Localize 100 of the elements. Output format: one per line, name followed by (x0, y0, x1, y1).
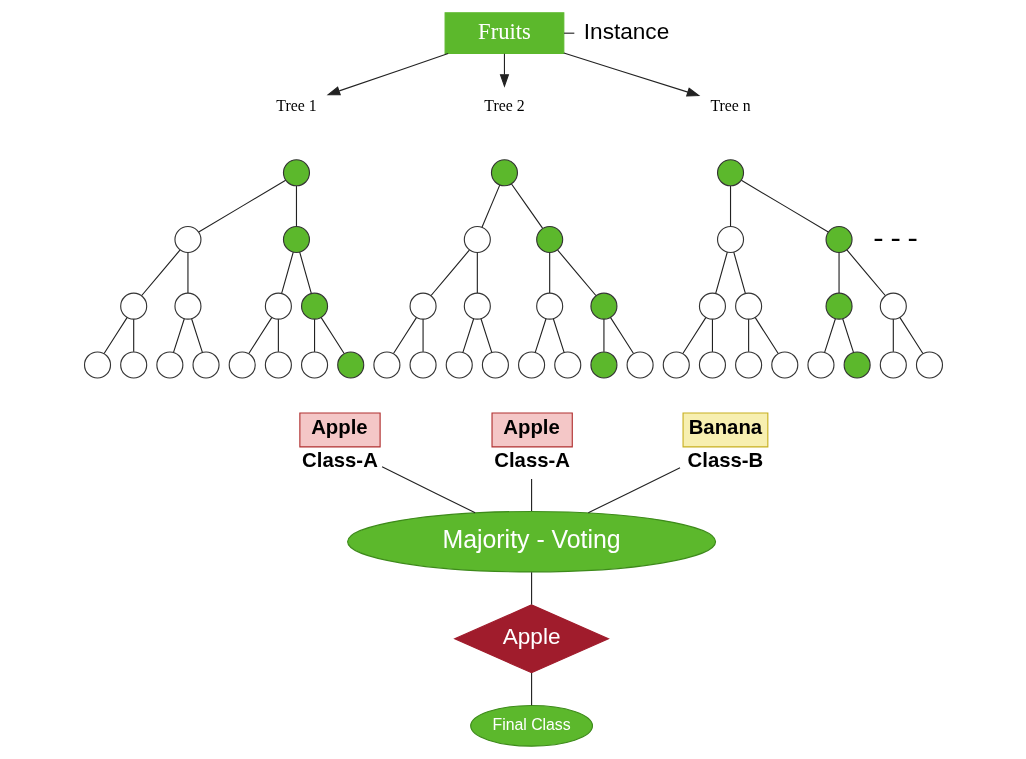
connector (609, 317, 634, 355)
node-text: Tree n (709, 96, 751, 114)
arrow (562, 52, 700, 97)
node-circle (698, 351, 726, 379)
node-circle (535, 225, 563, 254)
node-circle (119, 292, 147, 320)
node-circle (372, 351, 400, 379)
node-circle (589, 292, 617, 320)
connector (510, 183, 543, 229)
node-circle (553, 351, 581, 379)
connector (587, 467, 681, 514)
node-circle (517, 351, 545, 379)
node-circle (463, 292, 491, 320)
connector (556, 249, 596, 297)
node-ellipse: Final Class (469, 704, 593, 747)
connector (823, 318, 836, 353)
node-circle (716, 225, 744, 254)
connector (430, 249, 470, 297)
node-text: Instance (583, 18, 669, 44)
node-circle (445, 351, 473, 379)
connector (602, 318, 604, 353)
node-box: Fruits (444, 12, 564, 55)
node-circle (409, 292, 437, 320)
node-circle (173, 292, 201, 320)
node-circle (490, 159, 518, 187)
node-circle (879, 292, 907, 320)
node-circle (155, 351, 183, 379)
node-circle (119, 351, 147, 379)
arrow (326, 53, 449, 96)
node-circle (264, 351, 292, 379)
label: - - - (873, 220, 918, 253)
connector (846, 249, 886, 297)
connector (841, 318, 854, 353)
node-circle (843, 351, 871, 379)
connector (729, 185, 731, 227)
node-label: Class-A (493, 448, 570, 471)
connector (711, 318, 713, 353)
connector (530, 672, 532, 706)
connector (280, 251, 294, 294)
connector (298, 251, 312, 294)
arrow (499, 53, 509, 88)
connector (392, 317, 417, 355)
node-label: Class-B (687, 448, 763, 471)
node-circle (806, 351, 835, 379)
node-circle (463, 225, 491, 254)
connector (747, 318, 749, 353)
node-circle (409, 351, 437, 379)
connector (479, 318, 492, 353)
connector (461, 318, 474, 353)
connector (681, 317, 706, 355)
connector (186, 252, 188, 294)
connector (422, 318, 424, 353)
connector (740, 179, 829, 233)
connector (892, 318, 894, 353)
connector (548, 252, 550, 294)
connector (530, 478, 532, 512)
node-circle (83, 351, 111, 379)
connector (754, 317, 779, 355)
connector (313, 318, 315, 353)
connector (476, 252, 478, 294)
connector (103, 317, 128, 355)
node-circle (300, 351, 328, 379)
connector (534, 318, 547, 353)
node-circle (282, 225, 310, 254)
node-circle (770, 351, 798, 379)
node-circle (336, 351, 364, 379)
node-text: Tree 1 (275, 96, 317, 114)
node-circle (481, 351, 509, 379)
node-circle (915, 351, 943, 379)
node-label: Class-A (301, 448, 378, 471)
connector (277, 318, 279, 353)
node-circle (535, 292, 563, 320)
node-circle (589, 351, 617, 379)
node-circle (825, 292, 853, 320)
node-circle (191, 351, 220, 379)
node-circle (716, 159, 744, 187)
node-diamond: Apple (452, 604, 610, 674)
connector (732, 251, 746, 294)
connector (320, 317, 345, 355)
connector (480, 184, 500, 228)
node-circle (173, 225, 201, 254)
connector (172, 318, 185, 353)
connector (552, 318, 565, 353)
connector (197, 179, 286, 233)
connector (838, 252, 840, 294)
node-circle (264, 292, 292, 320)
connector (132, 318, 134, 353)
connector (295, 185, 297, 227)
node-circle (300, 292, 328, 320)
node-circle (879, 351, 907, 379)
connector (247, 317, 272, 355)
node-text: Tree 2 (483, 96, 525, 114)
node-circle (734, 292, 762, 320)
node-circle (662, 351, 690, 379)
node-circle (228, 351, 256, 379)
connector (190, 318, 203, 353)
node-circle (626, 351, 654, 379)
connector (530, 571, 532, 606)
connector (714, 251, 728, 294)
node-circle (282, 159, 310, 187)
